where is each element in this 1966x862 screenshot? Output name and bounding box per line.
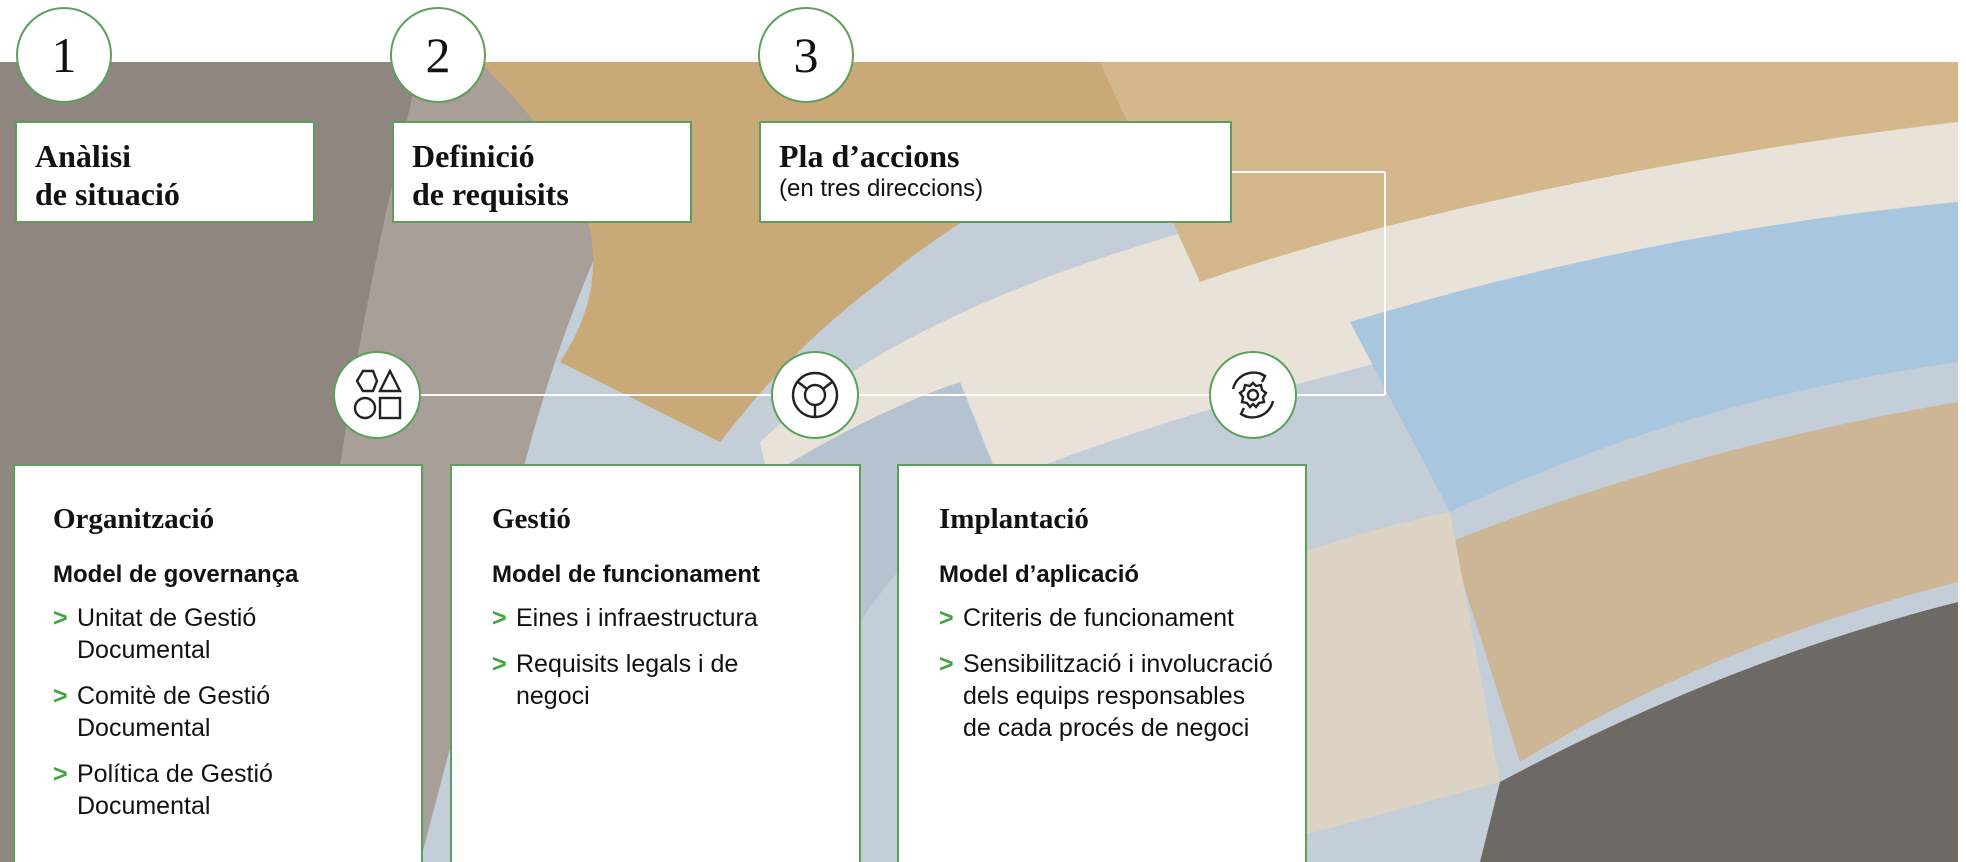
list-item-text: Requisits legals i de negoci xyxy=(516,650,739,710)
card-list: > Eines i infraestructura > Requisits lega… xyxy=(492,602,839,712)
list-item-text: Unitat de Gestió Documental xyxy=(77,604,257,664)
card-implantacio: Implantació Model d’aplicació > Criteris … xyxy=(897,464,1307,862)
bullet-arrow: > xyxy=(53,760,68,788)
step-3-title: Pla d’accions xyxy=(779,138,960,174)
step-2-title-line1: Definició xyxy=(412,138,535,174)
step-3-box: Pla d’accions (en tres direccions) xyxy=(759,121,1232,223)
step-1-number: 1 xyxy=(16,7,112,103)
step-1-number-label: 1 xyxy=(51,27,77,83)
page-margin xyxy=(1958,0,1966,862)
step-2-title-line2: de requisits xyxy=(412,176,569,212)
card-title: Gestió xyxy=(492,503,571,535)
list-item: > Criteris de funcionament xyxy=(939,602,1285,634)
step-1-title-line1: Anàlisi xyxy=(35,138,132,174)
step-2-number: 2 xyxy=(390,7,486,103)
list-item-text: Sensibilització i involucració dels equi… xyxy=(963,650,1273,742)
list-item: > Comitè de Gestió Documental xyxy=(53,680,383,744)
step-2-box: Definició de requisits xyxy=(392,121,692,223)
target-chart-icon xyxy=(771,351,859,439)
list-item-text: Comitè de Gestió Documental xyxy=(77,682,271,742)
step-1-box: Anàlisi de situació xyxy=(15,121,315,223)
card-list: > Criteris de funcionament > Sensibilitzac… xyxy=(939,602,1285,744)
list-item-text: Criteris de funcionament xyxy=(963,604,1234,632)
bullet-arrow: > xyxy=(939,650,954,678)
card-subtitle: Model de governança xyxy=(53,561,299,588)
bullet-arrow: > xyxy=(53,682,68,710)
list-item: > Política de Gestió Documental xyxy=(53,758,383,822)
card-title: Implantació xyxy=(939,503,1089,535)
step-3-number: 3 xyxy=(758,7,854,103)
list-item: > Unitat de Gestió Documental xyxy=(53,602,383,666)
list-item: > Sensibilització i involucració dels equ… xyxy=(939,648,1273,744)
step-3-subtitle: (en tres direccions) xyxy=(779,175,984,202)
bullet-arrow: > xyxy=(53,604,68,632)
list-item-text: Política de Gestió Documental xyxy=(77,760,273,820)
shapes-icon xyxy=(333,351,421,439)
step-3-number-label: 3 xyxy=(793,27,819,83)
background-photo xyxy=(0,62,1958,862)
card-organitzacio: Organització Model de governança > Unitat… xyxy=(13,464,423,862)
list-item: > Requisits legals i de negoci xyxy=(492,648,746,712)
gear-cycle-icon xyxy=(1209,351,1297,439)
bullet-arrow: > xyxy=(492,604,507,632)
card-subtitle: Model d’aplicació xyxy=(939,561,1140,588)
card-list: > Unitat de Gestió Documental > Comitè de … xyxy=(53,602,383,822)
list-item: > Eines i infraestructura xyxy=(492,602,839,634)
step-2-number-label: 2 xyxy=(425,27,451,83)
list-item-text: Eines i infraestructura xyxy=(516,604,758,632)
bullet-arrow: > xyxy=(492,650,507,678)
card-title: Organització xyxy=(53,503,215,535)
card-gestio: Gestió Model de funcionament > Eines i in… xyxy=(450,464,861,862)
step-1-title-line2: de situació xyxy=(35,176,180,212)
bullet-arrow: > xyxy=(939,604,954,632)
card-subtitle: Model de funcionament xyxy=(492,561,761,588)
